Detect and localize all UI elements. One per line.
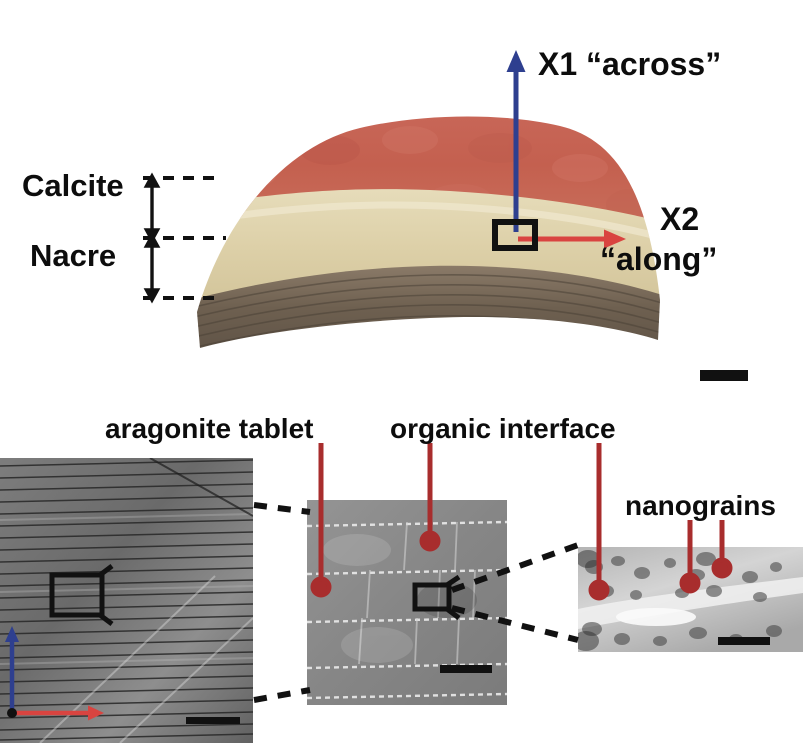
nanograins-leader-left-tip (679, 572, 701, 594)
panel-sem-nacre-cross-section (0, 458, 253, 743)
axis-x1-across-arrow (506, 50, 526, 232)
callout-leaders (310, 443, 733, 601)
panel2-scalebar (440, 665, 492, 673)
callout-label-organic-interface: organic interface (390, 413, 616, 444)
panel1-roi-box (49, 572, 105, 618)
layer-bracket-dashes (143, 176, 226, 300)
panel2-roi-box (412, 582, 452, 612)
lamellae-highlights (0, 513, 253, 665)
organic-interface-leader-left-tip (419, 530, 441, 552)
nanograin-dark-clusters (578, 550, 716, 651)
nanograins-leader-right-tip (711, 557, 733, 579)
panel2-roi-stubs (445, 574, 461, 620)
dark-diagonal-crack (149, 458, 253, 517)
layer-label-nacre: Nacre (30, 238, 117, 273)
top-panel-scalebar (700, 370, 748, 381)
aragonite-tablet-leader-tip (310, 576, 332, 598)
top-roi-box (492, 219, 538, 251)
nacre-bracket-arrow (143, 232, 161, 304)
lamellae-lines (0, 459, 253, 741)
organic-interface-leader-right-tip (588, 579, 610, 601)
axis-label-x2: X2 (660, 201, 700, 237)
axis-label-along: “along” (600, 241, 718, 277)
panel1-axis-x2 (12, 705, 104, 721)
panel1-axis-origin-dot (7, 708, 17, 718)
nacre-bright-band (197, 201, 660, 244)
callout-label-aragonite-tablet: aragonite tablet (105, 413, 314, 444)
zoom-connector-p2-p3 (450, 542, 580, 643)
layer-label-calcite: Calcite (22, 168, 124, 203)
sem-nacre-content (0, 458, 253, 743)
panel1-roi-stubs (98, 564, 114, 626)
panel1-scalebar (186, 717, 240, 724)
calcite-bracket-arrow (143, 172, 161, 244)
tem-bright-lens (616, 608, 696, 626)
callout-label-nanograins: nanograins (625, 490, 776, 521)
zoom-connector-p1-p2 (253, 502, 311, 703)
panel3-scalebar (718, 637, 770, 645)
axis-label-x1-across: X1 “across” (538, 46, 722, 82)
panel1-axis-x1 (5, 626, 19, 711)
